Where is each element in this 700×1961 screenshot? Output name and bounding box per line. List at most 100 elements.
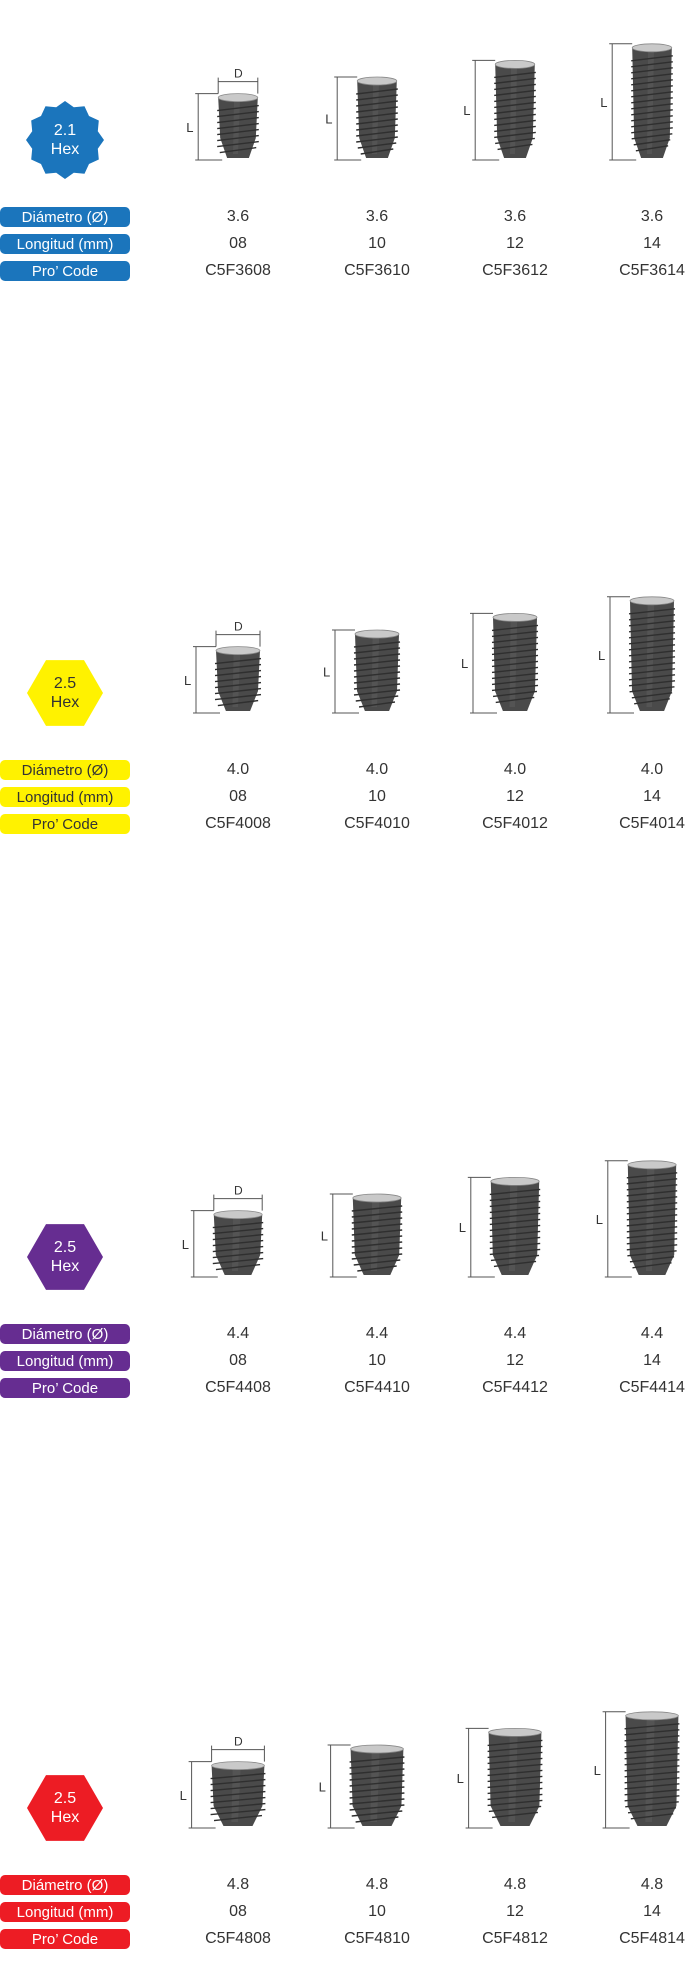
length-dimension-label: L — [186, 120, 193, 135]
diameter-row: Diámetro (Ø) 4.0 4.0 4.0 4.0 — [0, 760, 700, 782]
length-dimension-label: L — [461, 656, 468, 671]
implant-drawing: L — [594, 1711, 680, 1829]
length-dimension-label: L — [323, 665, 330, 680]
length-value: 10 — [368, 1903, 386, 1920]
length-value: 14 — [643, 235, 661, 252]
product-code: C5F4014 — [619, 815, 685, 832]
length-dimension-label: L — [457, 1771, 464, 1786]
connection-badge: 2.5 Hex — [25, 1217, 105, 1297]
badge-fill — [27, 1775, 103, 1841]
length-row: Longitud (mm) 08 10 12 14 — [0, 787, 700, 809]
length-label: Longitud (mm) — [0, 1902, 130, 1922]
badge-shape — [27, 660, 103, 726]
length-value: 08 — [229, 235, 247, 252]
diameter-value: 4.4 — [503, 1325, 527, 1342]
diameter-value: 4.8 — [365, 1876, 389, 1893]
code-row: Pro’ Code C5F4008 C5F4010 C5F4012 C5F401… — [0, 814, 700, 836]
badge-size: 2.5 — [53, 1790, 77, 1807]
product-code: C5F4008 — [205, 815, 271, 832]
length-dimension-label: L — [594, 1763, 601, 1778]
diameter-row: Diámetro (Ø) 4.8 4.8 4.8 4.8 — [0, 1875, 700, 1897]
implant-drawing: L — [598, 596, 676, 714]
length-dimension-label: L — [596, 1212, 603, 1227]
product-code: C5F4812 — [482, 1930, 548, 1947]
diameter-value: 4.8 — [640, 1876, 664, 1893]
length-dimension-label: L — [319, 1780, 326, 1795]
length-row: Longitud (mm) 08 10 12 14 — [0, 234, 700, 256]
badge-text: 2.5 Hex — [25, 653, 105, 733]
badge-type: Hex — [50, 1258, 80, 1275]
product-code: C5F4010 — [344, 815, 410, 832]
implant-drawing: L — [596, 1160, 678, 1278]
connection-badge: 2.5 Hex — [25, 1768, 105, 1848]
diameter-value: 3.6 — [503, 208, 527, 225]
diameter-value: 3.6 — [365, 208, 389, 225]
length-dimension-label: L — [598, 648, 605, 663]
length-value: 12 — [506, 235, 524, 252]
length-dimension-label: L — [184, 673, 191, 688]
diameter-value: 3.6 — [640, 208, 664, 225]
diameter-dimension-label: D — [234, 620, 243, 634]
implant-drawing: L — [461, 612, 539, 714]
product-code: C5F3612 — [482, 262, 548, 279]
badge-size: 2.1 — [53, 122, 77, 139]
length-value: 12 — [506, 1903, 524, 1920]
implant-drawing: L — [319, 1744, 405, 1829]
diameter-row: Diámetro (Ø) 3.6 3.6 3.6 3.6 — [0, 207, 700, 229]
length-value: 10 — [368, 788, 386, 805]
code-label: Pro’ Code — [0, 814, 130, 834]
diameter-value: 4.0 — [503, 761, 527, 778]
length-dimension-label: L — [600, 95, 607, 110]
badge-shape — [27, 1224, 103, 1290]
diameter-value: 4.4 — [640, 1325, 664, 1342]
code-label: Pro’ Code — [0, 261, 130, 281]
implant-drawing: L — [600, 43, 673, 161]
product-code: C5F4012 — [482, 815, 548, 832]
implant-drawing: LD — [182, 1184, 264, 1278]
badge-type: Hex — [50, 1809, 80, 1826]
diameter-value: 4.4 — [365, 1325, 389, 1342]
diameter-label: Diámetro (Ø) — [0, 1324, 130, 1344]
connection-badge: 2.1 Hex — [25, 100, 105, 180]
diameter-value: 3.6 — [226, 208, 250, 225]
length-label: Longitud (mm) — [0, 1351, 130, 1371]
product-code: C5F4814 — [619, 1930, 685, 1947]
diameter-dimension-label: D — [234, 67, 243, 81]
code-row: Pro’ Code C5F4408 C5F4410 C5F4412 C5F441… — [0, 1378, 700, 1400]
badge-size: 2.5 — [53, 675, 77, 692]
diameter-value: 4.0 — [640, 761, 664, 778]
diameter-label: Diámetro (Ø) — [0, 1875, 130, 1895]
product-code: C5F4810 — [344, 1930, 410, 1947]
badge-text: 2.5 Hex — [25, 1768, 105, 1848]
badge-shape — [27, 1775, 103, 1841]
length-value: 14 — [643, 788, 661, 805]
implant-drawing: L — [457, 1727, 543, 1829]
badge-size: 2.5 — [53, 1239, 77, 1256]
implant-drawing: LD — [186, 67, 259, 161]
product-code: C5F4808 — [205, 1930, 271, 1947]
diameter-value: 4.0 — [226, 761, 250, 778]
product-code: C5F3610 — [344, 262, 410, 279]
badge-fill — [27, 1224, 103, 1290]
length-label: Longitud (mm) — [0, 787, 130, 807]
badge-type: Hex — [50, 141, 80, 158]
length-value: 14 — [643, 1903, 661, 1920]
length-value: 08 — [229, 1903, 247, 1920]
length-value: 12 — [506, 788, 524, 805]
product-code: C5F3608 — [205, 262, 271, 279]
product-code: C5F4412 — [482, 1379, 548, 1396]
implant-drawing: L — [463, 59, 536, 161]
length-label: Longitud (mm) — [0, 234, 130, 254]
badge-fill — [26, 101, 104, 179]
product-code: C5F4410 — [344, 1379, 410, 1396]
length-value: 08 — [229, 1352, 247, 1369]
implant-drawing: LD — [184, 620, 262, 714]
diameter-dimension-label: D — [234, 1184, 243, 1198]
